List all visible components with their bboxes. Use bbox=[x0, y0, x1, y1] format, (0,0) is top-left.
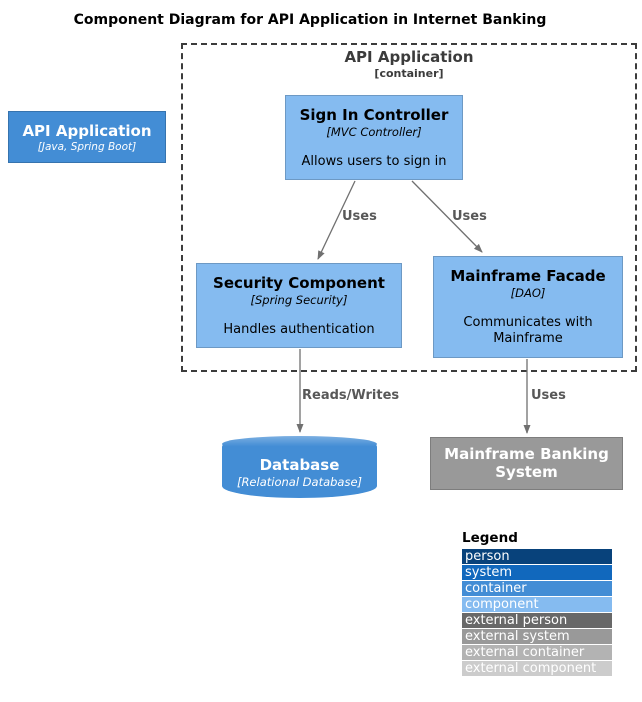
node-description: Handles authentication bbox=[223, 322, 375, 337]
legend-row-external-system: external system bbox=[462, 629, 612, 644]
database-cylinder-body bbox=[222, 444, 377, 498]
node-title: Mainframe Banking System bbox=[444, 445, 609, 481]
node-api-application: API Application [Java, Spring Boot] bbox=[8, 111, 166, 163]
node-mainframe-facade: Mainframe Facade [DAO] Communicates with… bbox=[433, 256, 623, 358]
node-description: Communicates with Mainframe bbox=[463, 315, 593, 346]
node-title: Sign In Controller bbox=[299, 106, 449, 124]
node-security-component: Security Component [Spring Security] Han… bbox=[196, 263, 402, 348]
boundary-title: API Application bbox=[344, 48, 474, 66]
node-tech-label: [Spring Security] bbox=[250, 293, 348, 307]
diagram-title: Component Diagram for API Application in… bbox=[73, 12, 547, 28]
legend-row-external-person: external person bbox=[462, 613, 612, 628]
node-title: Mainframe Facade bbox=[450, 267, 606, 285]
node-mainframe-banking-system: Mainframe Banking System bbox=[430, 437, 623, 490]
container-boundary: API Application [container] bbox=[181, 43, 637, 372]
node-title: Database bbox=[259, 456, 340, 474]
node-title: API Application bbox=[22, 121, 152, 140]
node-title: Security Component bbox=[213, 274, 385, 292]
legend-title: Legend bbox=[462, 530, 518, 546]
legend-row-external-container: external container bbox=[462, 645, 612, 660]
node-tech-label: [Java, Spring Boot] bbox=[37, 140, 137, 153]
edge-label-uses-signin-facade: Uses bbox=[452, 209, 487, 224]
legend-row-external-component: external component bbox=[462, 661, 612, 676]
edge-label-uses-signin-security: Uses bbox=[342, 209, 377, 224]
edge-label-uses-facade-mainframe: Uses bbox=[531, 388, 566, 403]
node-sign-in-controller: Sign In Controller [MVC Controller] Allo… bbox=[285, 95, 463, 180]
legend-row-container: container bbox=[462, 581, 612, 596]
boundary-type-label: [container] bbox=[374, 67, 444, 80]
legend-row-system: system bbox=[462, 565, 612, 580]
node-tech-label: [MVC Controller] bbox=[326, 125, 422, 139]
legend-row-component: component bbox=[462, 597, 612, 612]
node-description: Allows users to sign in bbox=[301, 154, 447, 169]
node-tech-label: [Relational Database] bbox=[236, 475, 363, 489]
legend-row-person: person bbox=[462, 549, 612, 564]
edge-label-reads-writes: Reads/Writes bbox=[302, 388, 400, 403]
legend: Legend person system container component… bbox=[462, 530, 612, 677]
node-database: Database [Relational Database] bbox=[222, 436, 377, 498]
database-text: Database [Relational Database] bbox=[222, 456, 377, 489]
database-cylinder-top bbox=[222, 436, 377, 452]
node-tech-label: [DAO] bbox=[510, 286, 546, 300]
